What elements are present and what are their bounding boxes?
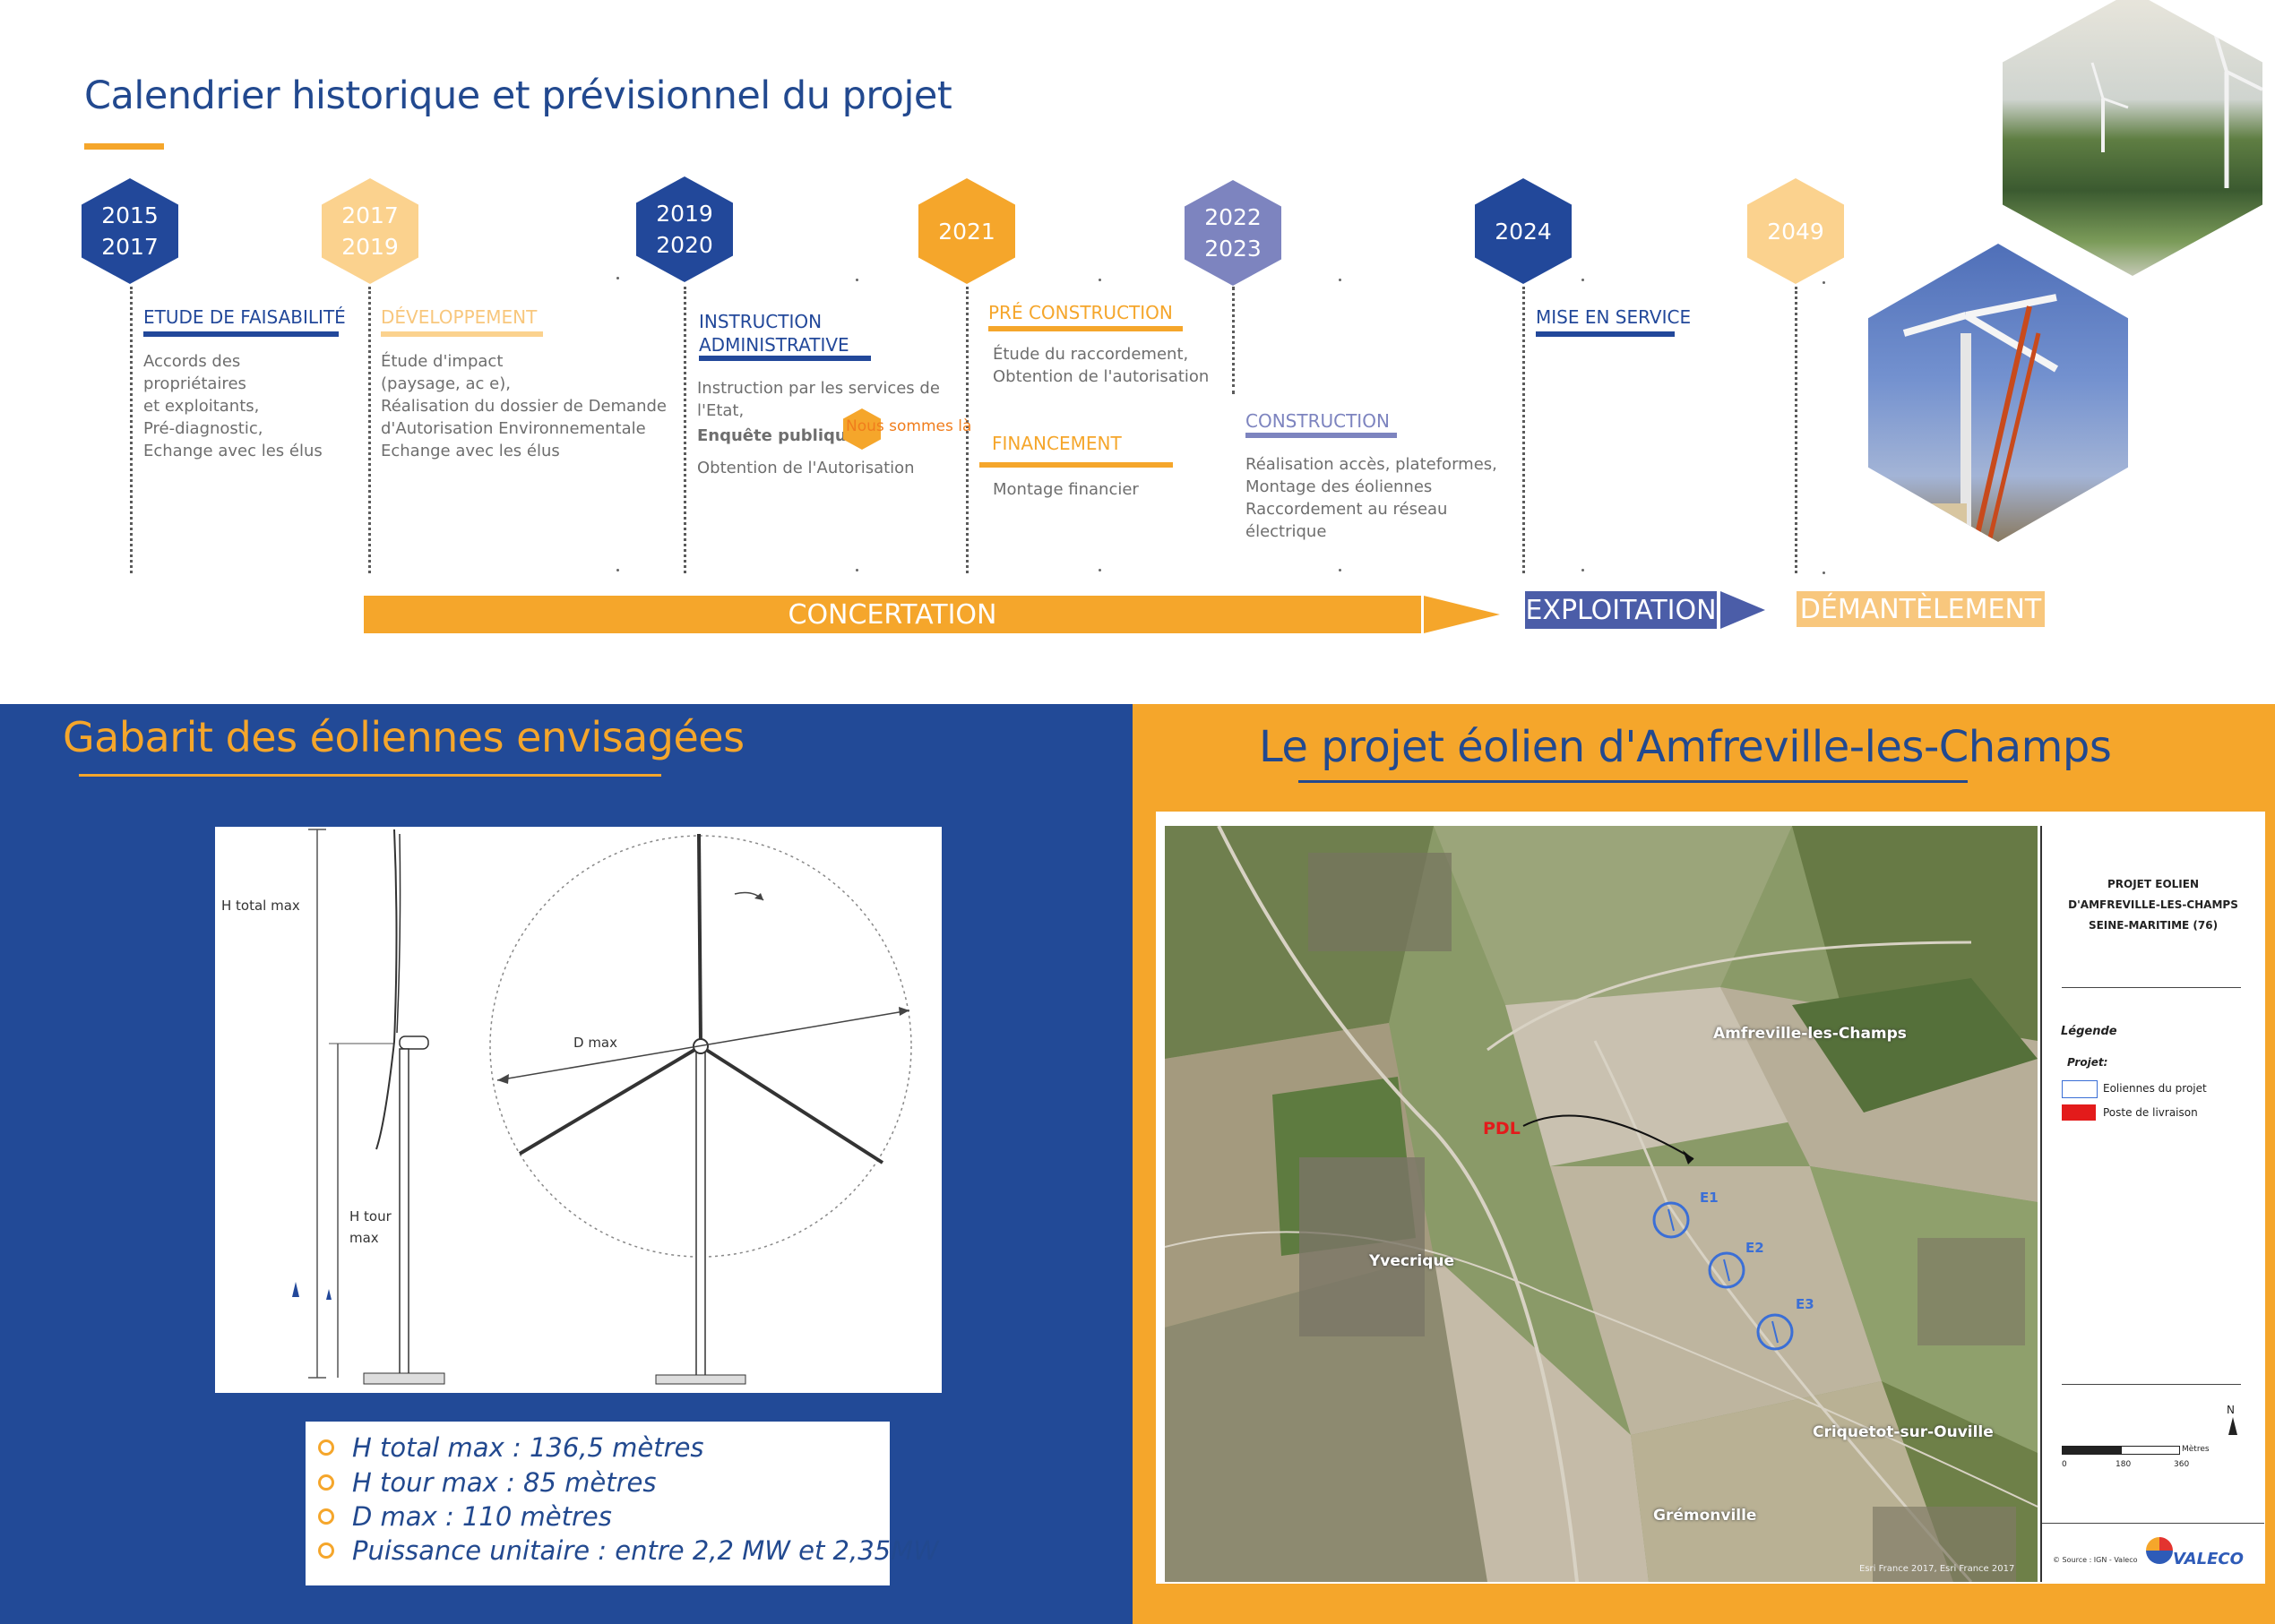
town-label: Grémonville <box>1653 1507 1757 1525</box>
diagram-label-h-tour-1: H tour <box>349 1208 392 1224</box>
timeline-line <box>684 287 686 573</box>
projet-title-underline <box>1298 780 1968 783</box>
bullet-icon <box>318 1439 334 1456</box>
spec-item: H total max : 136,5 mètres <box>352 1432 704 1463</box>
year-hex-2024: 2024 <box>1475 178 1572 284</box>
phase-underline <box>381 331 543 337</box>
legend-title-3: SEINE-MARITIME (76) <box>2088 919 2219 932</box>
year-hex-2017-2019: 2017 2019 <box>322 178 418 284</box>
title-underline <box>84 143 164 150</box>
current-step-label: Nous sommes là <box>846 417 972 435</box>
phase-text-autorisation: Obtention de l'Autorisation <box>697 459 915 477</box>
timeline-line <box>1232 287 1235 394</box>
turbine-diagram: H total max H tour max D max <box>215 827 942 1393</box>
scale-tick: 0 <box>2062 1460 2067 1469</box>
calendar-title: Calendrier historique et prévisionnel du… <box>84 73 952 118</box>
bullet-icon <box>318 1508 334 1525</box>
phase-title-instruction-1: INSTRUCTION <box>699 311 823 332</box>
phase-underline <box>1536 331 1675 337</box>
timeline-line <box>368 287 371 573</box>
scale-tick: 180 <box>2116 1460 2132 1469</box>
phase-text-instruction: Instruction par les services de l'Etat, <box>697 379 940 420</box>
concertation-label: CONCERTATION <box>788 598 997 631</box>
phase-text-developpement: Étude d'impact (paysage, ac e), Réalisat… <box>381 352 667 460</box>
phase-text-financement: Montage financier <box>993 480 1139 499</box>
turbine-label-e2: E2 <box>1745 1240 1764 1256</box>
year-hex-2022-2023: 2022 2023 <box>1185 180 1281 286</box>
town-label: Amfreville-les-Champs <box>1713 1025 1907 1043</box>
phase-text-faisabilite: Accords des propriétaires et exploitants… <box>143 352 323 460</box>
year-hex-2019-2020: 2019 2020 <box>636 176 733 282</box>
phase-title-instruction-2: ADMINISTRATIVE <box>699 334 849 356</box>
phase-title-developpement: DÉVELOPPEMENT <box>381 306 538 328</box>
legend-poste-swatch <box>2062 1104 2096 1121</box>
map-credit: Esri France 2017, Esri France 2017 <box>1859 1564 2015 1574</box>
turbine-construction-photo <box>1868 244 2128 542</box>
scale-bar <box>2062 1446 2121 1455</box>
year-hex-2015-2017: 2015 2017 <box>82 178 178 284</box>
demantelement-label: DÉMANTÈLEMENT <box>1799 593 2042 625</box>
exploitation-band: EXPLOITATION <box>1525 591 1717 629</box>
timeline-line <box>1522 287 1525 573</box>
phase-text-preconstruction: Étude du raccordement, Obtention de l'au… <box>993 345 1210 386</box>
valeco-logo: VALECO <box>2173 1550 2244 1568</box>
phase-underline <box>699 356 871 361</box>
diagram-label-d-max: D max <box>573 1035 617 1051</box>
projet-title: Le projet éolien d'Amfreville-les-Champs <box>1259 722 2112 772</box>
legend-label: Légende <box>2061 1025 2117 1038</box>
phase-text-enquete: Enquête publique, <box>697 426 864 445</box>
legend-poste-label: Poste de livraison <box>2103 1106 2198 1119</box>
exploitation-arrow <box>1720 591 1765 629</box>
legend-eoliennes-swatch <box>2062 1080 2098 1098</box>
exploitation-label: EXPLOITATION <box>1525 594 1717 626</box>
gabarit-title-underline <box>79 774 661 777</box>
diagram-label-h-total: H total max <box>221 898 300 914</box>
concertation-arrow <box>1424 596 1500 633</box>
phase-title-construction: CONSTRUCTION <box>1245 410 1390 432</box>
phase-title-service: MISE EN SERVICE <box>1536 306 1692 328</box>
scale-bar <box>2121 1446 2180 1455</box>
spec-box: H total max : 136,5 mètres H tour max : … <box>306 1422 939 1585</box>
timeline-line <box>966 287 969 573</box>
diagram-label-h-tour-2: max <box>349 1230 379 1246</box>
phase-underline <box>988 326 1183 331</box>
phase-underline <box>979 462 1173 468</box>
legend-eoliennes-label: Eoliennes du projet <box>2103 1082 2207 1095</box>
wind-farm-photo <box>2003 0 2262 276</box>
spec-item: D max : 110 mètres <box>352 1501 612 1532</box>
timeline-line <box>130 287 133 573</box>
map-legend: PROJET EOLIEN D'AMFREVILLE-LES-CHAMPS SE… <box>2040 826 2264 1582</box>
legend-source: © Source : IGN - Valeco <box>2053 1556 2138 1564</box>
aerial-map: Amfreville-les-Champs Yvecrique Criqueto… <box>1165 826 2038 1582</box>
phase-underline <box>1245 433 1397 438</box>
north-icon <box>2228 1417 2237 1435</box>
turbine-label-e3: E3 <box>1796 1296 1814 1312</box>
bullet-icon <box>318 1542 334 1559</box>
spec-item: H tour max : 85 mètres <box>352 1467 657 1498</box>
year-hex-2021: 2021 <box>918 178 1015 284</box>
legend-title-1: PROJET EOLIEN <box>2107 878 2199 890</box>
scale-unit: Mètres <box>2182 1445 2210 1454</box>
scale-tick: 360 <box>2174 1460 2190 1469</box>
town-label: Criquetot-sur-Ouville <box>1813 1423 1994 1441</box>
valeco-logo-icon <box>2146 1537 2173 1564</box>
year-hex-2049: 2049 <box>1747 178 1844 284</box>
spec-item: Puissance unitaire : entre 2,2 MW et 2,3… <box>352 1535 939 1566</box>
timeline-line <box>1795 287 1797 573</box>
phase-title-faisabilite: ETUDE DE FAISABILITÉ <box>143 306 346 328</box>
bullet-icon <box>318 1474 334 1491</box>
gabarit-title: Gabarit des éoliennes envisagées <box>63 713 745 761</box>
north-arrow-icon: N <box>2227 1404 2235 1416</box>
legend-projet-label: Projet: <box>2067 1056 2108 1069</box>
phase-underline <box>143 331 339 337</box>
town-label: Yvecrique <box>1369 1252 1455 1270</box>
turbine-label-e1: E1 <box>1700 1190 1719 1206</box>
demantelement-band: DÉMANTÈLEMENT <box>1797 591 2045 627</box>
phase-title-financement: FINANCEMENT <box>992 433 1122 454</box>
phase-title-preconstruction: PRÉ CONSTRUCTION <box>988 302 1173 323</box>
pdl-label: PDL <box>1483 1119 1521 1139</box>
legend-title-2: D'AMFREVILLE-LES-CHAMPS <box>2068 898 2238 911</box>
phase-text-construction: Réalisation accès, plateformes, Montage … <box>1245 455 1497 541</box>
concertation-band: CONCERTATION <box>364 596 1421 633</box>
